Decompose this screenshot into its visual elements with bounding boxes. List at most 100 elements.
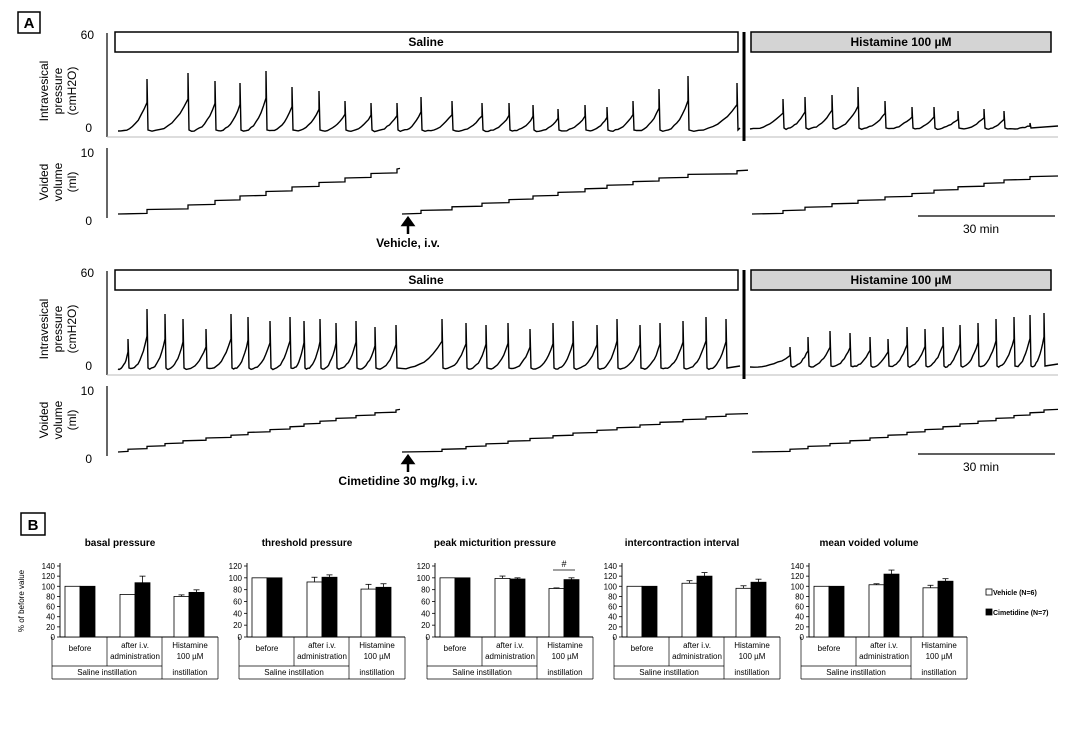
y-tick-label: 40 (795, 613, 804, 622)
arrow-label: Cimetidine 30 mg/kg, i.v. (338, 474, 477, 488)
panel-b-label-box (20, 512, 46, 536)
category-label: administration (859, 652, 909, 661)
histamine-bar-label: Histamine 100 µM (851, 273, 952, 287)
y-tick-label: 100 (229, 574, 243, 583)
condition-label: instillation (172, 668, 207, 677)
condition-label: Saline instillation (77, 668, 137, 677)
category-label: Histamine (172, 641, 208, 650)
y-tick-label: 0 (426, 633, 431, 642)
saline-bar-label: Saline (408, 35, 444, 49)
volume-ymax: 10 (81, 384, 95, 398)
volume-ymin: 0 (85, 452, 92, 466)
histamine-bar (750, 269, 1052, 291)
category-label: administration (110, 652, 160, 661)
category-label: administration (672, 652, 722, 661)
saline-bar (114, 31, 739, 53)
volume-axis-label-line: volume (51, 162, 65, 201)
category-label: after i.v. (870, 641, 898, 650)
saline-bar (114, 269, 739, 291)
cimetidine-bar (454, 577, 471, 638)
y-tick-label: 120 (42, 572, 56, 581)
y-tick-label: 60 (421, 598, 430, 607)
y-tick-label: 20 (421, 621, 430, 630)
y-tick-label: 120 (229, 562, 243, 571)
arrow-up-icon (400, 453, 416, 472)
arrow-up-icon (400, 215, 416, 234)
category-label: administration (485, 652, 535, 661)
vehicle-bar (548, 588, 565, 638)
y-tick-label: 20 (46, 623, 55, 632)
scale-bar-label: 30 min (963, 460, 999, 474)
y-tick-label: 0 (51, 633, 56, 642)
category-label: before (631, 644, 654, 653)
y-tick-label: 100 (791, 582, 805, 591)
legend-label-cimetidine: Cimetidine (N=7) (993, 610, 1048, 617)
vehicle-bar (922, 587, 939, 638)
bar-chart-4: intercontraction interval020406080100120… (604, 538, 781, 680)
pressure-trace-histamine (749, 86, 1059, 131)
y-tick-label: 80 (608, 592, 617, 601)
vehicle-bar (868, 584, 885, 638)
volume-axis-label-line: (ml) (65, 172, 79, 193)
panel-a-label-box (17, 11, 41, 34)
condition-label: Saline instillation (264, 668, 324, 677)
pressure-trace-histamine (749, 312, 1059, 369)
category-label: before (69, 644, 92, 653)
pressure-ymax: 60 (81, 266, 95, 280)
chart-title: peak micturition pressure (434, 538, 557, 549)
condition-label: Saline instillation (826, 668, 886, 677)
cimetidine-bar (563, 579, 580, 638)
pressure-trace-saline (117, 70, 741, 133)
volume-trace-2 (401, 169, 749, 215)
y-tick-label: 80 (233, 586, 242, 595)
volume-axis-label-line: (ml) (65, 410, 79, 431)
y-tick-label: 60 (46, 603, 55, 612)
pressure-ymax: 60 (81, 28, 95, 42)
y-tick-label: 140 (604, 562, 618, 571)
significance-mark: # (561, 559, 566, 569)
legend-label-vehicle: Vehicle (N=6) (993, 590, 1037, 597)
vehicle-bar (439, 577, 456, 638)
y-tick-label: 60 (795, 603, 804, 612)
y-tick-label: 120 (604, 572, 618, 581)
pressure-axis-label: Intravesicalpressure(cmH2O) (37, 299, 79, 360)
volume-trace-1 (117, 167, 401, 215)
volume-ymax: 10 (81, 146, 95, 160)
y-tick-label: 80 (795, 592, 804, 601)
cimetidine-bar (641, 585, 658, 638)
condition-label: Saline instillation (639, 668, 699, 677)
y-tick-label: 120 (417, 562, 431, 571)
chart-title: basal pressure (85, 538, 156, 549)
arrow-label: Vehicle, i.v. (376, 236, 440, 250)
pressure-axis-label-line: (cmH2O) (65, 305, 79, 354)
condition-label: instillation (359, 668, 394, 677)
vehicle-bar (681, 582, 698, 638)
category-label: 100 µM (177, 652, 204, 661)
trace-section-2: Intravesicalpressure(cmH2O) 60 0 Saline Hist… (37, 266, 1059, 488)
vehicle-bar (173, 596, 190, 638)
cimetidine-bar (750, 581, 767, 638)
category-label: after i.v. (683, 641, 711, 650)
category-label: Histamine (547, 641, 583, 650)
legend-swatch-vehicle (985, 588, 993, 596)
cimetidine-bar (79, 585, 96, 638)
category-label: 100 µM (926, 652, 953, 661)
category-label: Histamine (921, 641, 957, 650)
chart-title: threshold pressure (262, 538, 353, 549)
y-tick-label: 60 (608, 603, 617, 612)
category-label: 100 µM (739, 652, 766, 661)
vehicle-bar (64, 585, 81, 638)
bar-chart-5: mean voided volume020406080100120140befo… (791, 538, 968, 680)
y-tick-label: 140 (791, 562, 805, 571)
panel-b-label: B (28, 517, 39, 534)
vehicle-bar (494, 578, 511, 638)
histamine-bar (750, 31, 1052, 53)
cimetidine-bar (266, 577, 283, 638)
panel-a-label: A (24, 15, 35, 32)
saline-bar-label: Saline (408, 273, 444, 287)
volume-trace-3 (751, 408, 1059, 453)
category-label: before (818, 644, 841, 653)
scale-bar-label: 30 min (963, 222, 999, 236)
pressure-axis-label-line: Intravesical (37, 61, 51, 122)
